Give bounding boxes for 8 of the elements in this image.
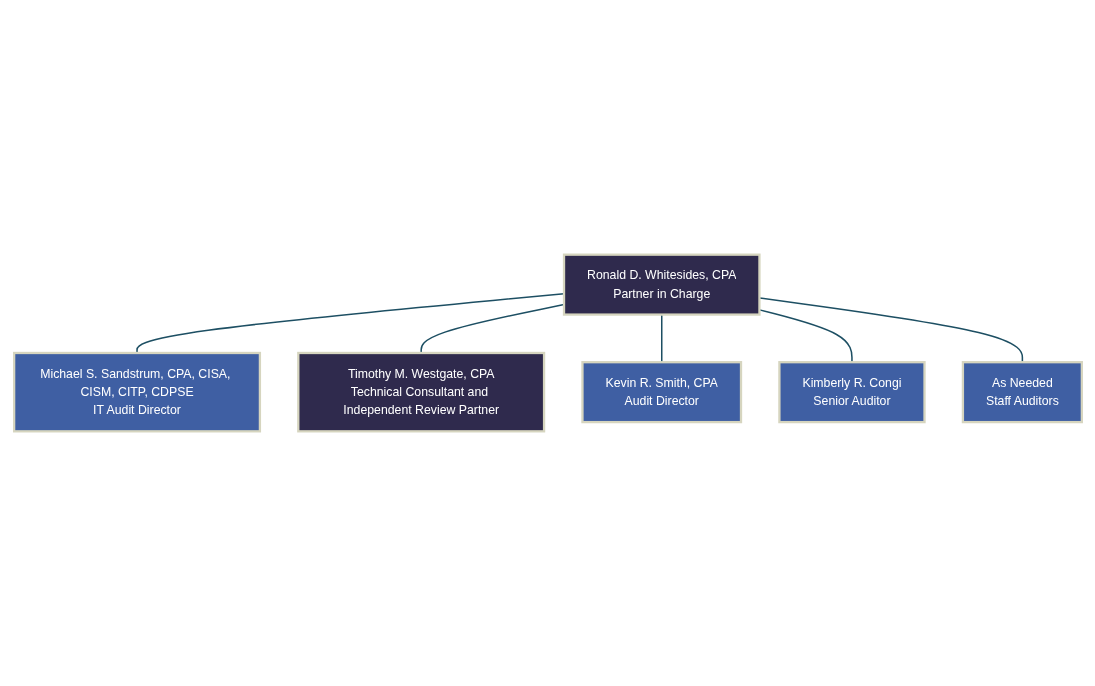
connector <box>758 297 1023 363</box>
node-box: Ronald D. Whitesides, CPA Partner in Charge <box>562 253 761 316</box>
connector <box>758 309 853 363</box>
node-box: As Needed Staff Auditors <box>961 361 1083 424</box>
node-box: Kevin R. Smith, CPA Audit Director <box>580 361 742 424</box>
node-box: Timothy M. Westgate, CPA Technical Consultant and Independent Review Partner <box>296 351 545 433</box>
node-box: Kimberly R. Congi Senior Auditor <box>777 361 926 424</box>
node-box: Michael S. Sandstrum, CPA, CISA, CISM, CITP, CDPSE IT Audit Director <box>12 351 261 433</box>
